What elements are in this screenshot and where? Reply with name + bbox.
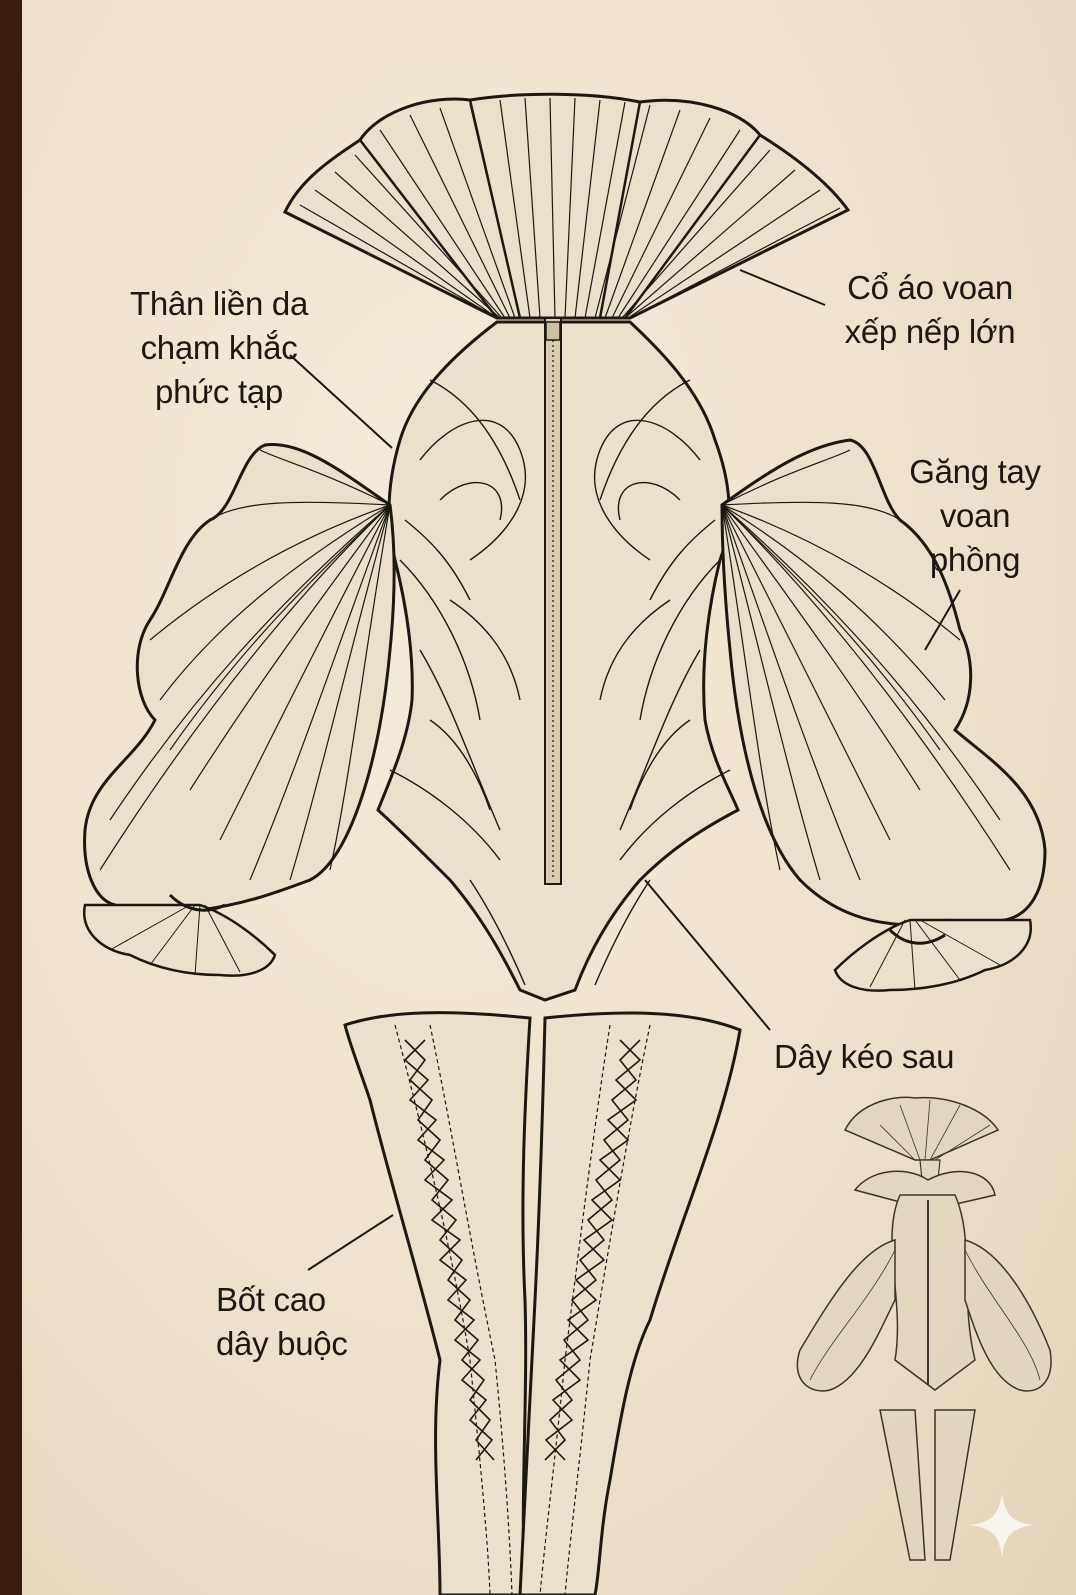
fashion-sketch [22, 0, 1076, 1595]
bodysuit-illustration [378, 318, 738, 1000]
collar-illustration [285, 94, 848, 318]
label-collar: Cổ áo voan xếp nếp lớn [830, 266, 1030, 354]
sparkle-icon [967, 1490, 1037, 1560]
left-glove-illustration [84, 444, 394, 975]
label-bodysuit: Thân liền da chạm khắc phức tạp [84, 282, 354, 414]
label-zipper: Dây kéo sau [774, 1035, 1014, 1079]
label-gloves: Găng tay voan phồng [900, 450, 1050, 582]
paper-sheet: Thân liền da chạm khắc phức tạp Cổ áo vo… [22, 0, 1076, 1595]
label-boots: Bốt cao dây buộc [216, 1278, 416, 1366]
